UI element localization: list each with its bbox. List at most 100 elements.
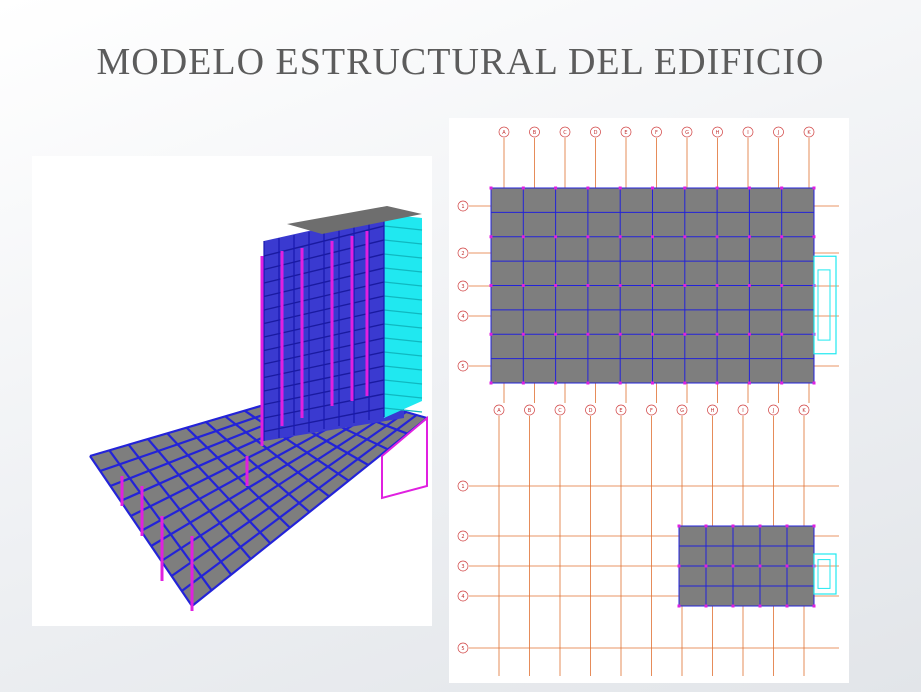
upper-plan-column [554, 332, 558, 336]
lower-plan-column-axis-label: D [589, 408, 593, 414]
upper-plan-column [489, 284, 493, 287]
upper-plan-column [586, 332, 590, 336]
upper-plan-row-axis-bubble [457, 280, 469, 292]
upper-plan-column [618, 381, 622, 385]
slide-title: MODELO ESTRUCTURAL DEL EDIFICIO [96, 41, 825, 83]
lower-plan-column-axis-bubble [615, 404, 627, 416]
lower-plan-column-axis-bubble [707, 404, 718, 416]
upper-plan-column [586, 186, 590, 190]
lower-plan-column-axis-label: H [711, 408, 715, 414]
upper-plan-column [489, 186, 493, 190]
lower-plan-column [677, 564, 681, 568]
upper-plan-column [489, 235, 493, 239]
upper-plan-column-axis-label: I [747, 130, 748, 136]
upper-plan-column-axis-bubble [712, 126, 723, 138]
podium-beam [170, 411, 407, 577]
upper-plan-column [554, 381, 558, 385]
upper-plan-row-axis-bubble [457, 310, 469, 322]
lower-plan-column-axis-bubble [493, 404, 505, 416]
tower-floor-beam [383, 295, 423, 301]
upper-plan-column [812, 381, 816, 385]
upper-plan-column [780, 332, 784, 336]
lower-plan-column [812, 604, 816, 608]
upper-plan-column-axis-bubble [529, 126, 540, 138]
upper-plan-column-axis-bubble [803, 126, 815, 138]
lower-plan-stair-core [813, 553, 837, 595]
upper-plan-column [780, 284, 784, 287]
lower-plan-row-axis-label: 5 [461, 646, 464, 652]
upper-plan-row-axis-label: 4 [461, 314, 464, 320]
upper-plan-column-axis-label: E [624, 130, 627, 136]
upper-plan-row-axis-label: 1 [461, 204, 464, 210]
tower-floor-beam [383, 407, 423, 413]
lower-plan-column-axis-label: K [802, 408, 806, 414]
upper-plan-column [489, 332, 493, 336]
upper-plan-row-axis-bubble [457, 360, 469, 372]
upper-plan-column-axis-label: J [777, 130, 779, 136]
lower-plan-column [812, 524, 816, 528]
upper-plan-column [651, 235, 654, 239]
upper-plan-column [651, 186, 654, 190]
upper-plan-column [586, 284, 590, 287]
upper-plan-column [521, 332, 525, 336]
podium-beam [181, 414, 418, 592]
upper-plan-column [715, 186, 719, 190]
lower-plan-row-axis-bubble [457, 530, 469, 542]
tower-floor-beam [383, 225, 423, 231]
upper-plan-column-axis-label: K [807, 130, 811, 136]
upper-plan-column-axis-bubble [742, 126, 754, 138]
lower-plan-stair-core-inner [817, 559, 831, 589]
lower-plan-row-axis-bubble [457, 642, 469, 654]
upper-plan-column [715, 381, 719, 385]
upper-plan-column [489, 381, 493, 385]
lower-plan-column [731, 604, 735, 608]
upper-plan-column [683, 284, 687, 287]
lower-plan-column [785, 604, 789, 608]
upper-plan-row-axis-label: 2 [461, 251, 464, 257]
upper-plan-column [521, 381, 525, 385]
lower-plan-row-axis-bubble [457, 590, 469, 602]
upper-plan-column [747, 381, 751, 385]
upper-plan-column [618, 332, 622, 336]
upper-plan-column [521, 235, 525, 239]
upper-plan-column [715, 332, 719, 336]
upper-plan-column [683, 235, 687, 239]
upper-plan-column [715, 235, 719, 239]
upper-plan-stair-core-inner [817, 269, 831, 341]
upper-plan-column [747, 284, 751, 287]
lower-plan-column-axis-label: F [650, 408, 653, 414]
tower-side-core [384, 214, 422, 418]
upper-plan-column [715, 284, 719, 287]
lower-plan-column-axis-label: I [742, 408, 743, 414]
lower-plan-column-axis-label: E [619, 408, 622, 414]
lower-plan-column-axis-label: G [680, 408, 684, 414]
upper-plan-column [521, 284, 525, 287]
upper-plan-column [780, 235, 784, 239]
upper-plan-column [521, 186, 525, 190]
lower-plan-column [758, 564, 762, 568]
lower-plan-row-axis-bubble [457, 480, 469, 492]
upper-plan-column [586, 235, 590, 239]
tower-floor-beam [383, 309, 423, 315]
tower-floor-beam [383, 393, 423, 399]
lower-plan-column [731, 524, 735, 528]
tower-beams [263, 217, 423, 441]
lower-plan-column [677, 524, 681, 528]
lower-plan-column-axis-bubble [585, 404, 596, 416]
upper-plan-row-axis-label: 5 [461, 364, 464, 370]
lower-plan-column [758, 604, 762, 608]
upper-plan-column [780, 186, 784, 190]
tower-floor-beam [383, 239, 423, 245]
lower-plan-column [704, 524, 708, 528]
upper-plan-column-axis-label: F [655, 130, 658, 136]
upper-plan-column-axis-label: B [533, 130, 537, 136]
upper-plan-column-axis-label: D [594, 130, 598, 136]
lower-plan-column [731, 564, 735, 568]
upper-plan-column [618, 284, 622, 287]
upper-plan-stair-core [813, 255, 837, 355]
upper-plan-column [683, 381, 687, 385]
podium-beam [160, 408, 397, 562]
